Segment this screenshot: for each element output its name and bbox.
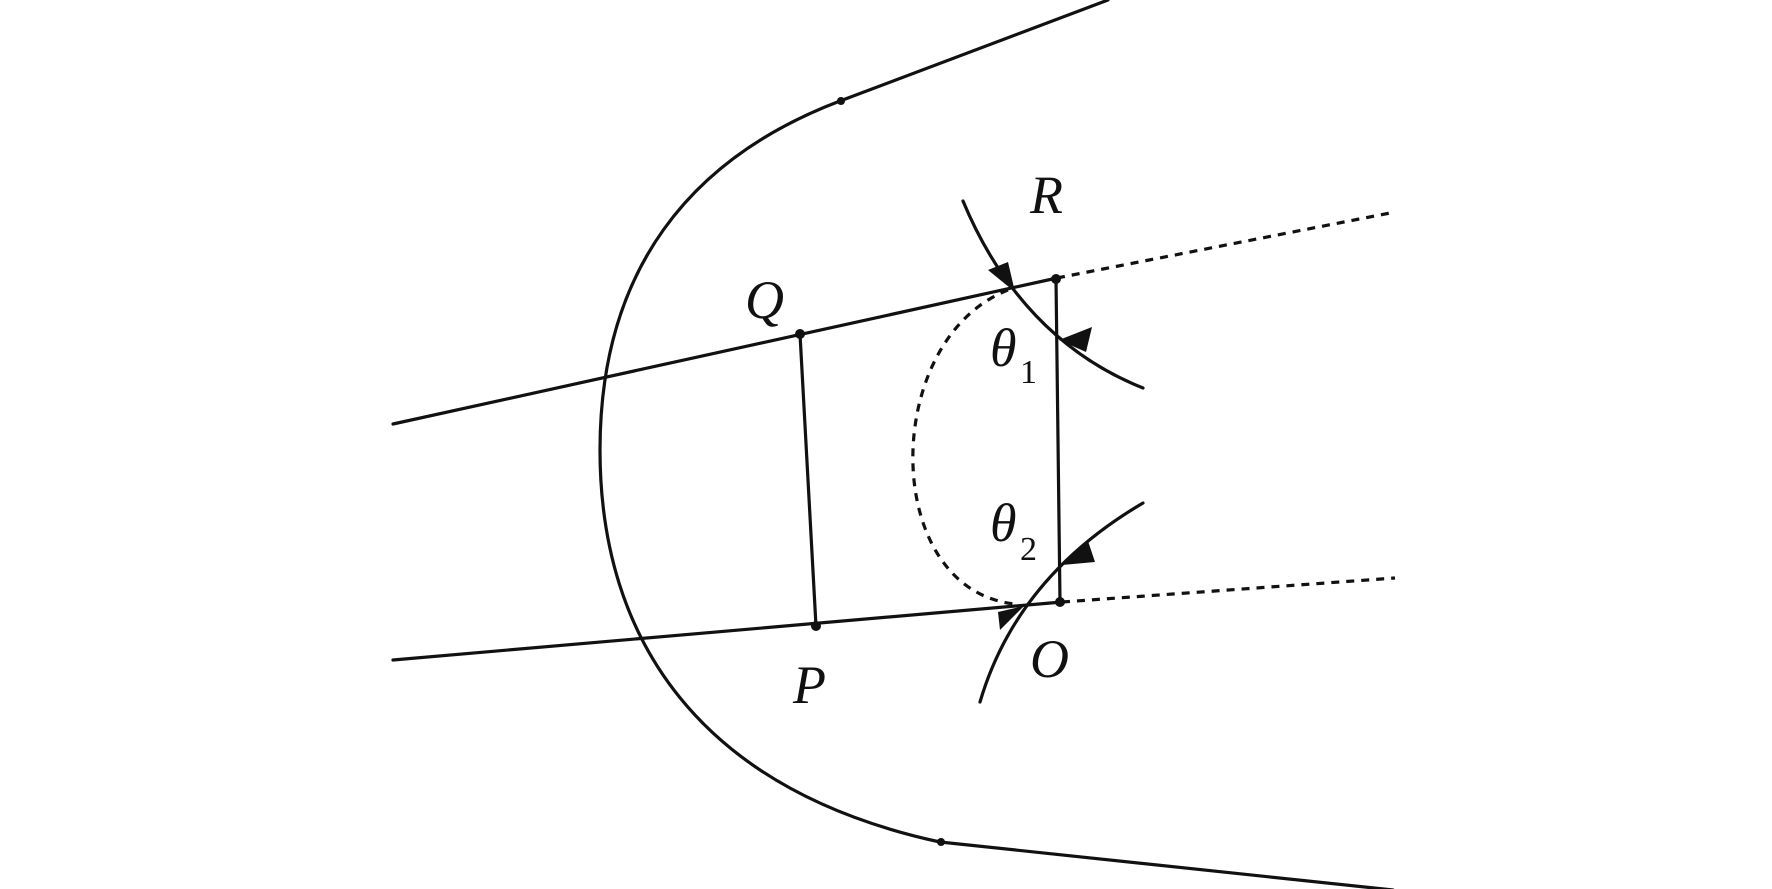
label-theta1-subscript: 1 [1020,354,1037,391]
segment-QP [798,332,818,628]
arrowhead-theta2-right-icon [1062,541,1095,565]
label-R: R [1029,165,1063,225]
line-lower-extension [1061,576,1396,604]
label-O: O [1030,629,1069,689]
line-upper [391,276,1059,426]
line-upper-extension [1056,211,1391,280]
label-theta2-subscript: 2 [1020,531,1037,568]
arrowhead-theta2-bottom-icon [998,606,1024,630]
line-lower [391,600,1064,662]
angle-arc-theta1 [961,199,1145,390]
label-theta1: θ [990,318,1017,378]
outer-curve-bottom-point [937,838,945,846]
label-Q: Q [745,270,784,330]
arrowhead-theta1-top-icon [988,262,1015,292]
angle-arc-theta2 [978,501,1145,704]
arrowhead-theta1-right-icon [1059,327,1092,352]
point-Q [795,329,805,339]
label-P: P [792,655,826,715]
point-R [1051,274,1061,284]
outer-curve-top-point [837,97,845,105]
point-P [811,621,821,631]
outer-boundary-curve [598,0,1395,889]
point-O [1055,597,1065,607]
segment-RO [1054,277,1062,604]
dashed-arc [911,288,1016,606]
label-theta2: θ [990,493,1017,553]
